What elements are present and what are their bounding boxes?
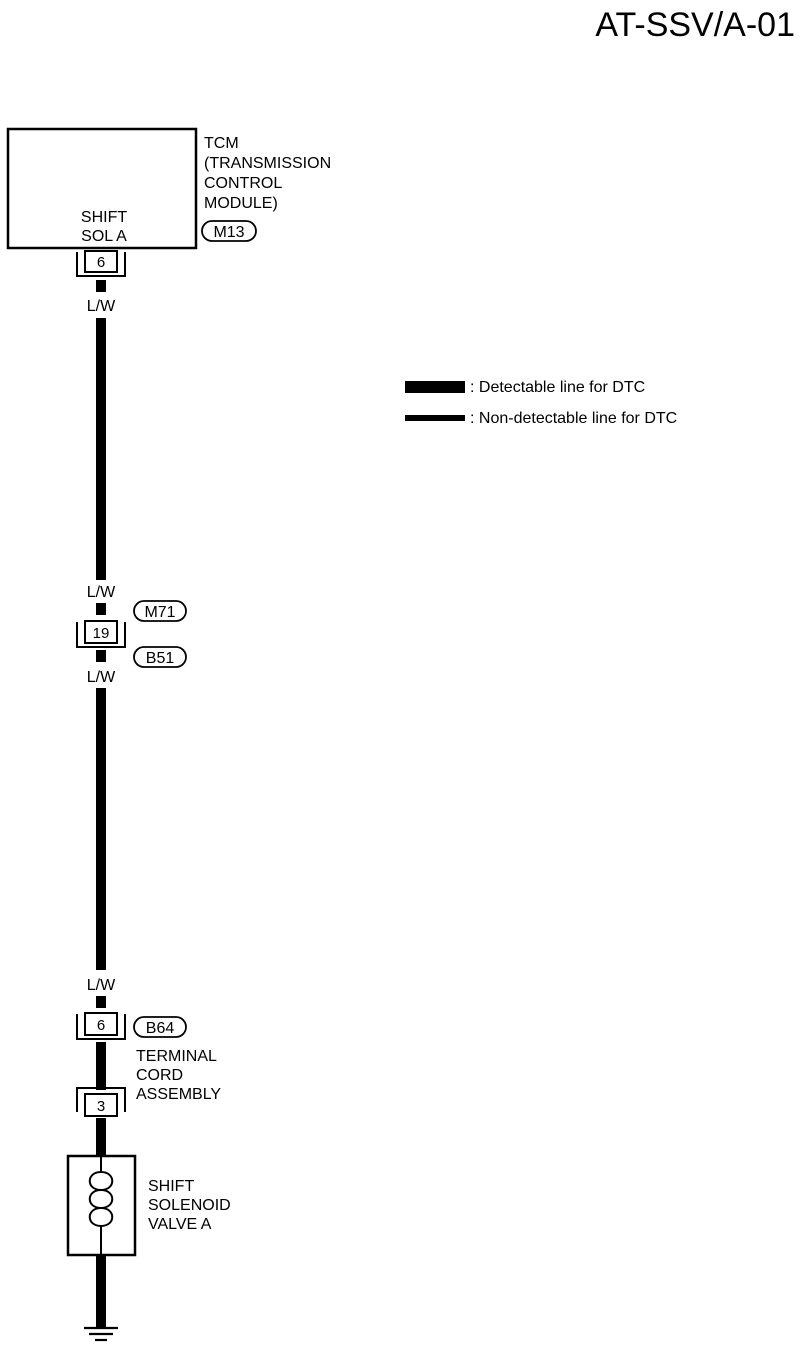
connector-tag-b51 (133, 646, 187, 668)
terminal-cord-label-3: ASSEMBLY (136, 1086, 221, 1103)
terminal-cord-label-2: CORD (136, 1067, 183, 1084)
solenoid-coil-icon (88, 1156, 114, 1255)
wire-stub-1 (96, 280, 106, 292)
wire-1-top-label: L/W (87, 298, 116, 315)
legend-non-detectable-text: : Non-detectable line for DTC (470, 410, 677, 427)
connector-tag-b64 (133, 1016, 187, 1038)
connector-tag-b51-text: B51 (146, 650, 175, 667)
wire-2-top-label: L/W (87, 669, 116, 686)
solenoid-label-2: SOLENOID (148, 1197, 231, 1214)
tcm-label-line-2: (TRANSMISSION (204, 155, 331, 172)
tcm-label-line-4: MODULE) (204, 195, 278, 212)
terminal-cord-lower-connector (76, 1087, 126, 1117)
tcm-label-line-3: CONTROL (204, 175, 282, 192)
wire-stub-3 (96, 650, 106, 662)
connector-tag-m13-text: M13 (213, 224, 244, 241)
legend-detectable-text: : Detectable line for DTC (470, 379, 645, 396)
wire-stub-4 (96, 996, 106, 1008)
tcm-terminal-label-2: SOL A (81, 228, 127, 245)
joint-connector (76, 620, 126, 648)
joint-connector-pin: 19 (93, 625, 110, 642)
terminal-cord-upper-connector (76, 1012, 126, 1040)
wire-1-bottom-label: L/W (87, 584, 116, 601)
wire-segment-2 (96, 688, 106, 970)
terminal-cord-upper-pin: 6 (97, 1017, 105, 1034)
tcm-terminal-label-1: SHIFT (81, 209, 127, 226)
legend-detectable-swatch (405, 381, 465, 393)
wire-segment-3 (96, 1042, 106, 1090)
wire-segment-ground (96, 1255, 106, 1327)
connector-tag-m13 (201, 220, 257, 242)
wire-segment-4 (96, 1118, 106, 1156)
wire-2-bottom-label: L/W (87, 977, 116, 994)
legend-non-detectable-swatch (405, 415, 465, 421)
diagram-title: AT-SSV/A-01 (595, 6, 795, 44)
connector-tag-b64-text: B64 (146, 1020, 175, 1037)
terminal-cord-lower-pin: 3 (97, 1098, 105, 1115)
wire-segment-1 (96, 318, 106, 580)
terminal-cord-label-1: TERMINAL (136, 1048, 217, 1065)
solenoid-label-1: SHIFT (148, 1178, 194, 1195)
ground-icon (84, 1326, 118, 1342)
tcm-label-line-1: TCM (204, 135, 239, 152)
wire-stub-2 (96, 603, 106, 615)
connector-tag-m71-text: M71 (144, 604, 175, 621)
tcm-pin-connector (76, 250, 126, 277)
solenoid-label-3: VALVE A (148, 1216, 212, 1233)
connector-tag-m71 (133, 600, 187, 622)
tcm-pin-number: 6 (97, 254, 105, 271)
tcm-box (6, 127, 198, 250)
